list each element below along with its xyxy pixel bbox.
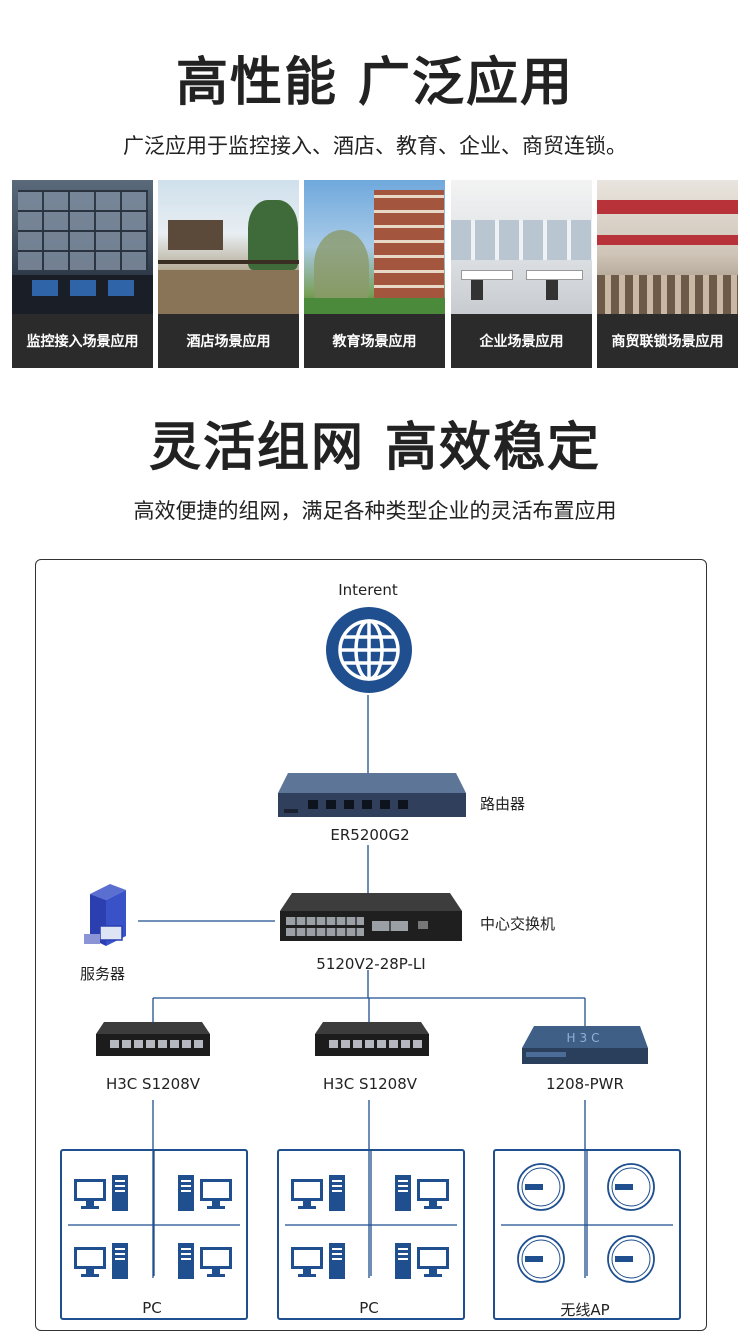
scene-card-enterprise: 企业场景应用	[451, 180, 592, 368]
education-scene-image	[304, 180, 445, 314]
router-label: 路由器	[480, 795, 526, 813]
access-switch-2-icon	[315, 1022, 429, 1058]
enterprise-scene-image	[451, 180, 592, 314]
scene-card-retail: 商贸联锁场景应用	[597, 180, 738, 368]
core-switch-icon	[280, 893, 462, 943]
poe-switch-icon: H3C	[522, 1026, 648, 1066]
section-title-networking: 灵活组网 高效稳定	[148, 418, 602, 478]
section-subtitle-networking: 高效便捷的组网，满足各种类型企业的灵活布置应用	[133, 499, 617, 523]
scene-label: 监控接入场景应用	[12, 314, 153, 368]
core-switch-model-label: 5120V2-28P-LI	[316, 955, 426, 973]
hotel-scene-image	[158, 180, 299, 314]
globe-icon	[325, 606, 413, 694]
topology-diagram-frame	[35, 559, 707, 1331]
scene-card-monitoring: 监控接入场景应用	[12, 180, 153, 368]
ap-group-label: 无线AP	[560, 1301, 610, 1319]
router-model-label: ER5200G2	[330, 826, 410, 844]
section-title-performance: 高性能 广泛应用	[175, 53, 575, 113]
access-switch-1-icon	[96, 1022, 210, 1058]
core-switch-label: 中心交换机	[480, 915, 556, 933]
poe-switch-label: 1208-PWR	[546, 1075, 624, 1093]
ap-group	[493, 1149, 681, 1320]
scene-label: 教育场景应用	[304, 314, 445, 368]
router-device-icon	[278, 773, 466, 818]
pc-group-1-label: PC	[142, 1299, 162, 1317]
pc-group-2	[277, 1149, 465, 1320]
scene-label: 商贸联锁场景应用	[597, 314, 738, 368]
svg-text:H3C: H3C	[566, 1031, 603, 1045]
monitoring-scene-image	[12, 180, 153, 314]
access-switch-1-label: H3C S1208V	[105, 1075, 201, 1093]
pc-group-2-label: PC	[359, 1299, 379, 1317]
server-icon	[80, 884, 130, 950]
scene-card-education: 教育场景应用	[304, 180, 445, 368]
pc-group-1	[60, 1149, 248, 1320]
server-label: 服务器	[80, 965, 126, 983]
access-switch-2-label: H3C S1208V	[322, 1075, 418, 1093]
section-subtitle-applications: 广泛应用于监控接入、酒店、教育、企业、商贸连锁。	[123, 134, 627, 158]
scene-label: 酒店场景应用	[158, 314, 299, 368]
retail-scene-image	[597, 180, 738, 314]
scene-label: 企业场景应用	[451, 314, 592, 368]
internet-label: Interent	[338, 581, 398, 599]
scene-card-hotel: 酒店场景应用	[158, 180, 299, 368]
